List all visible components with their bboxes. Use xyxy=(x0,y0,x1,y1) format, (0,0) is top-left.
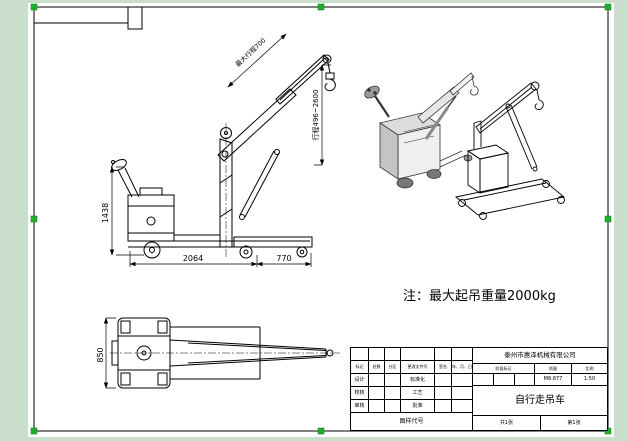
titleblock-empty-cell xyxy=(385,374,401,386)
grip-mid-left[interactable] xyxy=(30,215,38,223)
title-block: 标记 处数 分区 更改文件号 签名 年、月、日 设计 标准化 校核 工艺 xyxy=(350,347,608,431)
wire-hook xyxy=(534,99,544,110)
grip-bottom-right[interactable] xyxy=(604,427,612,435)
titleblock-empty-cell xyxy=(351,348,369,360)
frame-corner-box-wide xyxy=(33,6,129,24)
tiller-grip xyxy=(111,159,127,171)
dim-length-label: 2064 xyxy=(183,254,203,263)
revision-header-mark: 标记 xyxy=(351,361,369,373)
titleblock-empty-cell xyxy=(369,348,385,360)
sheet-index-cell: 第1张 xyxy=(567,419,581,426)
titleblock-empty-cell xyxy=(385,400,401,412)
iso-wheel xyxy=(426,169,442,179)
dim-overhang-label: 770 xyxy=(276,254,291,263)
top-view-dimensions xyxy=(103,317,116,389)
titleblock-empty-cell xyxy=(401,348,435,360)
titleblock-empty-cell xyxy=(435,374,452,386)
dim-width-label: 850 xyxy=(96,347,105,362)
titleblock-empty-cell xyxy=(473,374,494,385)
titleblock-empty-cell xyxy=(435,387,452,399)
iso-boom xyxy=(417,86,460,124)
sheet-total-cell: 共1张 xyxy=(473,416,541,430)
mass-value: M8.877 xyxy=(535,374,572,385)
titleblock-empty-cell xyxy=(515,374,535,385)
titleblock-empty-cell xyxy=(435,348,452,360)
side-view-dimension-labels: 1438 2064 770 行程496~2600 最大行程700 xyxy=(101,36,320,263)
machine-body xyxy=(127,194,175,242)
title-block-main-area: 泰州市惠泽机械有限公司 阶段标记 质量 比例 M8.877 1:50 自行走吊车… xyxy=(473,348,607,430)
wire-cylinder xyxy=(505,104,538,170)
frame-corner-box-tall xyxy=(127,6,143,30)
scale-label: 比例 xyxy=(585,365,594,371)
grip-top-mid[interactable] xyxy=(317,3,325,11)
titleblock-empty-cell xyxy=(369,387,385,399)
revision-header-count: 处数 xyxy=(369,361,385,373)
grip-top-right[interactable] xyxy=(604,3,612,11)
drawing-sheet: 1438 2064 770 行程496~2600 最大行程700 850 xyxy=(28,3,614,437)
side-view xyxy=(111,54,336,259)
titleblock-empty-cell xyxy=(369,374,385,386)
selection-grips[interactable] xyxy=(30,3,612,435)
grip-bottom-left[interactable] xyxy=(30,427,38,435)
grip-mid-right[interactable] xyxy=(604,215,612,223)
grip-bottom-mid[interactable] xyxy=(317,427,325,435)
titleblock-empty-cell xyxy=(452,374,472,386)
titleblock-empty-cell xyxy=(452,400,472,412)
titleblock-empty-cell xyxy=(385,387,401,399)
titleblock-empty-cell xyxy=(435,400,452,412)
dim-height-label: 1438 xyxy=(101,203,110,223)
sign-approve-label: 批准 xyxy=(401,400,435,412)
sign-design-label: 设计 xyxy=(351,374,369,386)
mass-label: 质量 xyxy=(535,364,572,373)
hook xyxy=(324,62,336,92)
iso-tiller-head xyxy=(364,85,380,99)
revision-header-signature: 签名 xyxy=(435,361,452,373)
grip-top-left[interactable] xyxy=(30,3,38,11)
wheels xyxy=(143,241,308,259)
revision-header-zone: 分区 xyxy=(385,361,401,373)
company-name: 泰州市惠泽机械有限公司 xyxy=(504,351,576,360)
boom xyxy=(217,54,332,162)
side-view-dimensions xyxy=(109,33,331,267)
titleblock-empty-cell xyxy=(452,387,472,399)
iso-wheel xyxy=(396,177,414,189)
dim-stroke-range-label: 行程496~2600 xyxy=(311,89,320,140)
titleblock-empty-cell xyxy=(385,348,401,360)
titleblock-empty-cell xyxy=(494,374,515,385)
titleblock-empty-cell xyxy=(369,400,385,412)
top-view xyxy=(110,317,340,389)
revision-header-docno: 更改文件号 xyxy=(401,361,435,373)
product-name: 自行走吊车 xyxy=(515,394,565,406)
mast xyxy=(219,123,233,257)
wire-boom xyxy=(475,82,537,134)
stage-mark-label: 阶段标记 xyxy=(473,364,535,373)
max-load-note: 注：最大起吊重量2000kg xyxy=(403,288,556,304)
sign-standardization-label: 标准化 xyxy=(401,374,435,386)
dim-max-travel-label: 最大行程700 xyxy=(233,36,267,69)
iso-tiller-arm xyxy=(374,95,390,118)
iso-hook xyxy=(469,85,479,96)
sign-check-label: 校核 xyxy=(351,387,369,399)
iso-view-shaded xyxy=(364,72,479,189)
titleblock-empty-cell xyxy=(452,348,472,360)
scale-value: 1:50 xyxy=(583,376,596,382)
revision-header-date: 年、月、日 xyxy=(452,364,472,369)
luffing-cylinder xyxy=(239,149,280,220)
sign-process-label: 工艺 xyxy=(401,387,435,399)
iso-view-wireframe xyxy=(454,81,566,220)
drawing-canvas: 1438 2064 770 行程496~2600 最大行程700 850 xyxy=(30,3,612,435)
drawing-code-cell: 图样代号 xyxy=(399,417,424,425)
title-block-revision-area: 标记 处数 分区 更改文件号 签名 年、月、日 设计 标准化 校核 工艺 xyxy=(351,348,473,430)
sign-audit-label: 审核 xyxy=(351,400,369,412)
